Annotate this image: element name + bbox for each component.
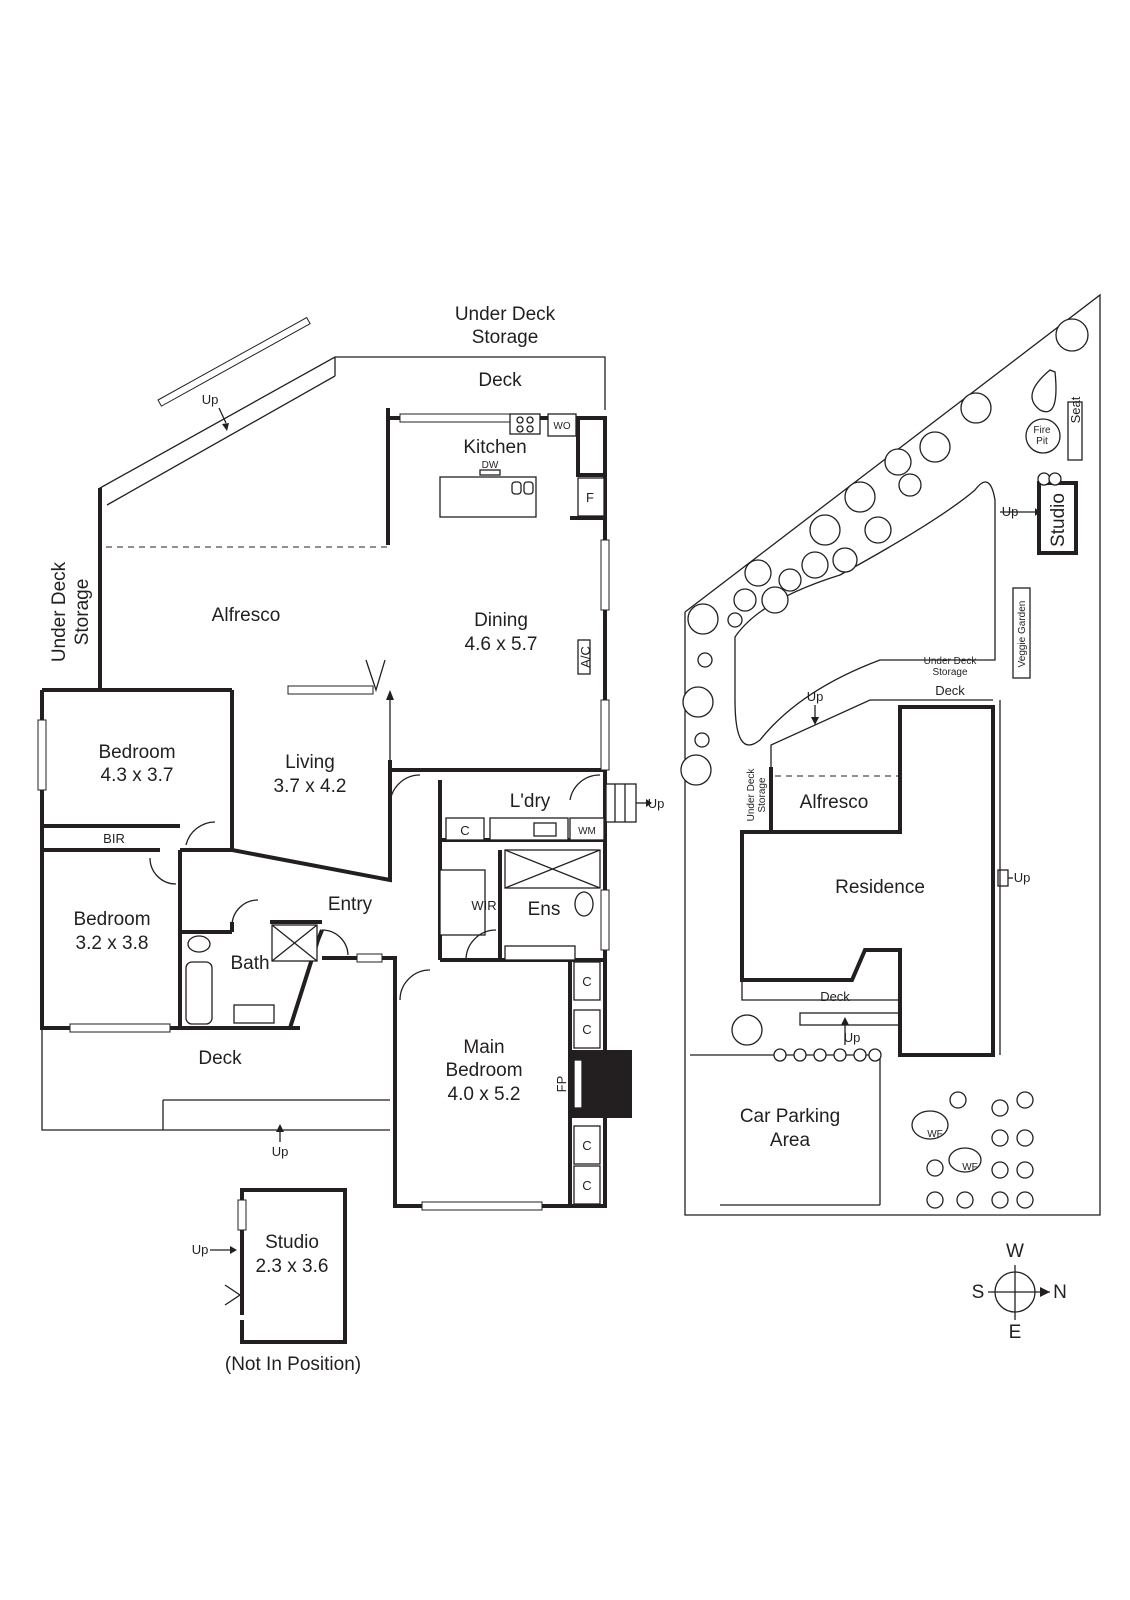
seat: [1067, 401, 1083, 461]
label-site-up-deck: Up: [807, 689, 824, 704]
up-arrows: [218, 407, 284, 1142]
label-up-studio: Up: [192, 1242, 209, 1257]
house-floor-plan: Under Deck Storage Deck Kitchen DW WO F …: [37, 304, 664, 1211]
label-kitchen: Kitchen: [463, 437, 526, 458]
label-bedroom-1-size: 4.3 x 3.7: [101, 765, 174, 786]
label-bir: BIR: [103, 831, 125, 846]
water-feature-1: [911, 1110, 949, 1140]
label-seat: Seat: [1068, 396, 1083, 423]
label-car-parking-1: Car Parking: [740, 1106, 840, 1127]
label-bath: Bath: [230, 953, 269, 974]
site-trees: [680, 318, 1089, 1209]
label-ac: A/C: [578, 646, 593, 668]
laundry-exterior-steps: [605, 783, 652, 823]
label-site-alfresco: Alfresco: [800, 792, 869, 813]
bathroom-fittings: [185, 924, 318, 1025]
label-site-deck-top: Deck: [935, 683, 965, 698]
label-site-up-residence: Up: [1014, 870, 1031, 885]
compass-south: S: [972, 1282, 985, 1303]
label-car-parking-2: Area: [770, 1130, 811, 1151]
label-deck-bottom: Deck: [198, 1048, 242, 1069]
label-under-deck-storage-top-2: Storage: [472, 327, 539, 348]
label-site-deck-bottom: Deck: [820, 989, 850, 1004]
label-cupboard-4: C: [582, 1178, 591, 1193]
wet-area-fittings: [439, 817, 605, 961]
label-studio-note: (Not In Position): [225, 1354, 361, 1375]
label-bedroom-1: Bedroom: [98, 742, 175, 763]
label-dining-size: 4.6 x 5.7: [465, 634, 538, 655]
label-ensuite: Ens: [528, 899, 561, 920]
compass-west: W: [1006, 1241, 1024, 1262]
label-fridge: F: [586, 490, 594, 505]
veggie-garden: [1012, 587, 1031, 679]
studio-plan: Up Studio 2.3 x 3.6 (Not In Position): [192, 1188, 361, 1375]
water-feature-2: [948, 1147, 982, 1173]
fire-pit: [1025, 418, 1061, 454]
label-alfresco: Alfresco: [212, 605, 281, 626]
label-laundry: L'dry: [510, 791, 551, 812]
label-veggie-garden: Veggie Garden: [1017, 601, 1028, 668]
label-deck-top: Deck: [478, 370, 522, 391]
label-wf-1: WF: [927, 1129, 943, 1140]
label-studio: Studio: [265, 1232, 319, 1253]
interior-walls: [42, 418, 605, 1206]
label-up-laundry: Up: [648, 796, 665, 811]
label-studio-size: 2.3 x 3.6: [256, 1256, 329, 1277]
label-living: Living: [285, 752, 335, 773]
label-under-deck-storage-left-1: Under Deck: [49, 561, 70, 662]
kitchen-fittings: [439, 413, 605, 675]
label-site-uds-2: Storage: [932, 667, 967, 678]
label-site-uds-v-2: Storage: [757, 777, 768, 812]
label-site-up-studio: Up: [1002, 504, 1019, 519]
label-bedroom-2-size: 3.2 x 3.8: [76, 933, 149, 954]
label-site-uds-1: Under Deck: [924, 656, 978, 667]
label-site-uds-v-1: Under Deck: [746, 768, 757, 822]
compass-north: N: [1053, 1282, 1067, 1303]
site-plan: Fire Pit Seat Studio Up Veggie Garden Un…: [680, 293, 1101, 1216]
label-main-bedroom-2: Bedroom: [445, 1060, 522, 1081]
room-labels: Under Deck Storage Deck Kitchen DW WO F …: [49, 304, 664, 1193]
label-up-bottom-deck: Up: [272, 1144, 289, 1159]
label-under-deck-storage-top-1: Under Deck: [455, 304, 556, 325]
door-swings: [149, 659, 601, 1001]
windows: [37, 413, 610, 1211]
label-cupboard-1: C: [582, 974, 591, 989]
label-cupboard-2: C: [582, 1022, 591, 1037]
label-wo: WO: [553, 421, 570, 432]
label-bedroom-2: Bedroom: [73, 909, 150, 930]
main-bedroom-fittings: [572, 961, 632, 1205]
label-main-bedroom-1: Main: [463, 1037, 504, 1058]
label-residence: Residence: [835, 877, 925, 898]
label-dining: Dining: [474, 610, 528, 631]
label-cupboard-laundry: C: [460, 823, 469, 838]
label-up-top-deck: Up: [202, 392, 219, 407]
label-dw: DW: [482, 460, 499, 471]
label-site-up-parking: Up: [844, 1030, 861, 1045]
deck-outline: [41, 316, 606, 1131]
site-labels: Fire Pit Seat Studio Up Veggie Garden Un…: [740, 396, 1083, 1173]
label-fire-pit-1: Fire: [1033, 425, 1051, 436]
label-entry: Entry: [328, 894, 373, 915]
label-living-size: 3.7 x 4.2: [274, 776, 347, 797]
label-fireplace: FP: [554, 1076, 569, 1093]
label-cupboard-3: C: [582, 1138, 591, 1153]
garden-path: [734, 481, 996, 746]
compass-rose: W S N E: [972, 1241, 1067, 1343]
label-wf-2: WF: [962, 1162, 978, 1173]
label-wir: WIR: [471, 898, 496, 913]
label-wm: WM: [578, 826, 596, 837]
label-under-deck-storage-left-2: Storage: [72, 579, 93, 646]
label-fire-pit-2: Pit: [1036, 436, 1048, 447]
label-main-bedroom-size: 4.0 x 5.2: [448, 1084, 521, 1105]
label-site-studio: Studio: [1048, 493, 1069, 547]
compass-east: E: [1009, 1322, 1022, 1343]
